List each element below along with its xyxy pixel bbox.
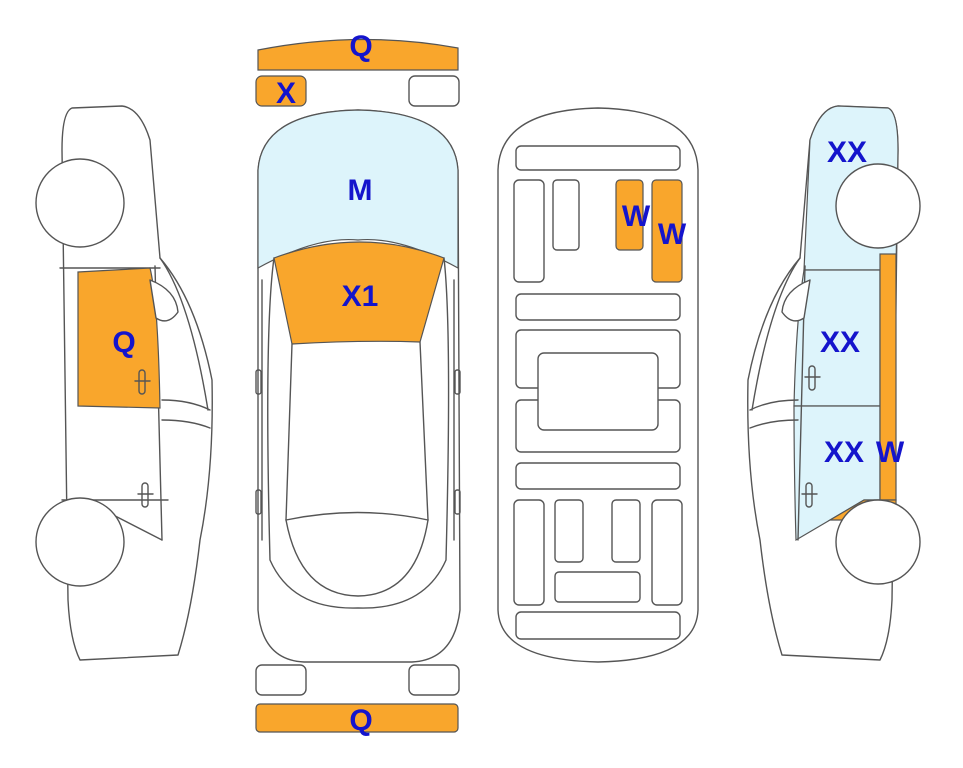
front-seat-damage-2 bbox=[651, 179, 683, 283]
rear-right-light bbox=[408, 664, 460, 696]
right-rear-wheel bbox=[835, 163, 921, 249]
right-rear-door-handle bbox=[808, 365, 816, 391]
left-front-door-handle bbox=[138, 369, 146, 395]
left-rear-door-handle bbox=[141, 482, 149, 508]
interior-view: W W bbox=[497, 107, 699, 663]
right-rear-panel-label: XX bbox=[827, 136, 867, 169]
right-pillar-label: W bbox=[876, 436, 905, 469]
right-front-door-handle bbox=[805, 482, 813, 508]
hood-label: M bbox=[348, 174, 373, 207]
left-door-label: Q bbox=[112, 326, 135, 359]
front-bumper-damage bbox=[257, 38, 459, 71]
right-front-door-label: XX bbox=[824, 436, 864, 469]
left-side-view: Q bbox=[35, 105, 213, 661]
front-bumper-label: Q bbox=[349, 30, 372, 63]
hood-damage bbox=[257, 109, 459, 270]
right-front-wheel bbox=[835, 499, 921, 585]
left-front-wheel bbox=[35, 158, 125, 248]
left-rear-wheel bbox=[35, 497, 125, 587]
right-rear-door-label: XX bbox=[820, 326, 860, 359]
front-seat-label-1: W bbox=[622, 200, 651, 233]
top-view: Q X M X1 Q bbox=[255, 30, 461, 737]
front-left-light-damage bbox=[255, 75, 307, 107]
rear-left-light bbox=[255, 664, 307, 696]
windshield-label: X1 bbox=[342, 280, 379, 313]
rear-bumper-label: Q bbox=[349, 704, 372, 737]
front-right-light bbox=[408, 75, 460, 107]
right-side-view: XX XX XX W bbox=[747, 105, 921, 661]
front-seat-damage-1 bbox=[615, 179, 644, 251]
front-seat-label-2: W bbox=[658, 218, 687, 251]
center-console bbox=[537, 352, 659, 431]
front-left-light-label: X bbox=[276, 77, 296, 110]
rear-bumper-damage bbox=[255, 703, 459, 733]
